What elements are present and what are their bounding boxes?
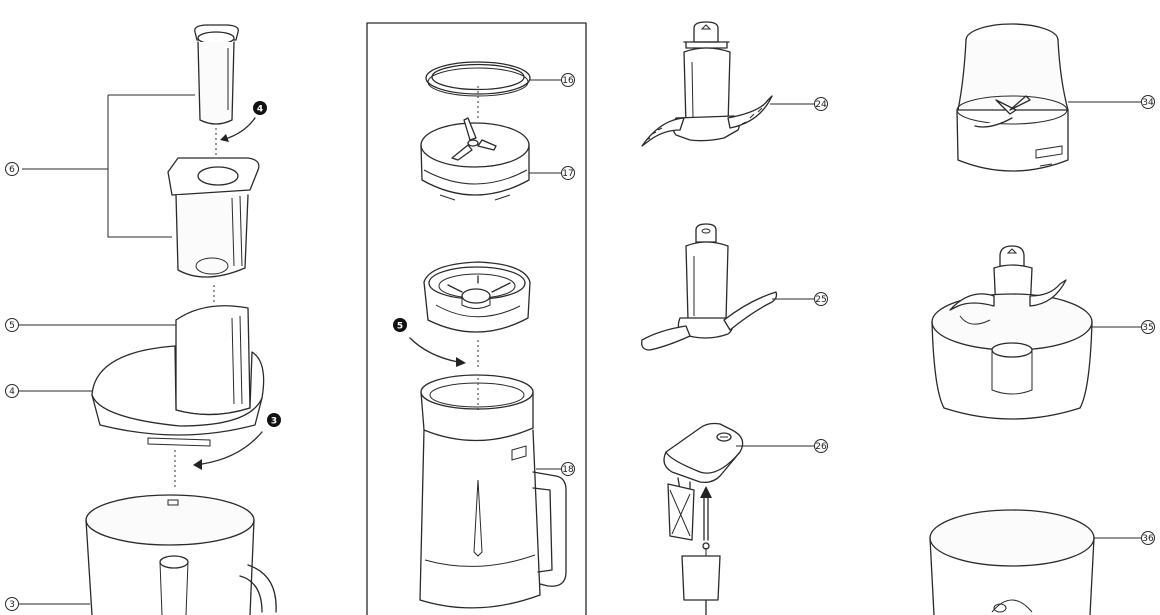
chopping-blade: [641, 223, 778, 351]
serrated-blade: [641, 21, 773, 147]
arrow-step-4: [227, 117, 256, 139]
processor-assembly: 4 3: [22, 24, 281, 615]
callout-34: 34: [1068, 95, 1155, 109]
storage-bowl: [929, 509, 1095, 615]
callout-label-17: 17: [562, 169, 573, 179]
callout-24: 24: [770, 97, 828, 111]
callout-35: 35: [1091, 320, 1155, 334]
callout-label-35: 35: [1142, 323, 1153, 333]
arrow-step-3: [201, 431, 263, 465]
step-badge-5: [393, 318, 407, 332]
callout-label-26: 26: [815, 442, 827, 452]
callout-6: 6: [5, 162, 19, 176]
bracket-line-6: [22, 94, 195, 238]
lid: [91, 345, 265, 447]
whisk-attachment: [663, 422, 744, 615]
step-badge-3: [267, 413, 281, 427]
mini-chopper: [956, 23, 1069, 172]
feed-tube: [175, 305, 251, 416]
callout-label-16: 16: [562, 76, 574, 86]
callout-label-18: 18: [562, 465, 574, 475]
callout-label-5: 5: [9, 321, 15, 331]
callout-label-24: 24: [815, 100, 827, 110]
callout-18: 18: [536, 462, 575, 476]
large-pusher: [167, 157, 260, 278]
step-label-4: 4: [257, 105, 263, 115]
callout-26: 26: [736, 439, 828, 453]
callout-label-25: 25: [815, 295, 826, 305]
small-pusher: [194, 24, 239, 125]
callout-label-3: 3: [9, 600, 15, 610]
step-label-5: 5: [397, 322, 403, 332]
callout-3: 3: [5, 597, 90, 611]
callout-label-6: 6: [9, 165, 15, 175]
callout-label-4: 4: [9, 387, 15, 397]
blender-assembly: 5: [393, 61, 567, 609]
callout-label-34: 34: [1142, 98, 1154, 108]
callout-25: 25: [772, 292, 828, 306]
processor-bowl: [85, 494, 277, 615]
step-label-3: 3: [271, 417, 277, 427]
callout-label-36: 36: [1142, 534, 1154, 544]
callout-17: 17: [529, 166, 575, 180]
callout-16: 16: [530, 73, 575, 87]
callout-5: 5: [5, 318, 176, 332]
blade-base: [420, 117, 530, 201]
arrow-step-5: [409, 337, 459, 363]
blender-blade-unit: [423, 261, 531, 333]
sealing-ring: [425, 61, 531, 97]
chopper-bowl: [931, 245, 1093, 420]
callout-4: 4: [5, 384, 92, 398]
step-badge-4: [253, 101, 267, 115]
blender-frame: [366, 22, 587, 615]
blender-jug: [419, 374, 567, 609]
callout-36: 36: [1094, 531, 1155, 545]
